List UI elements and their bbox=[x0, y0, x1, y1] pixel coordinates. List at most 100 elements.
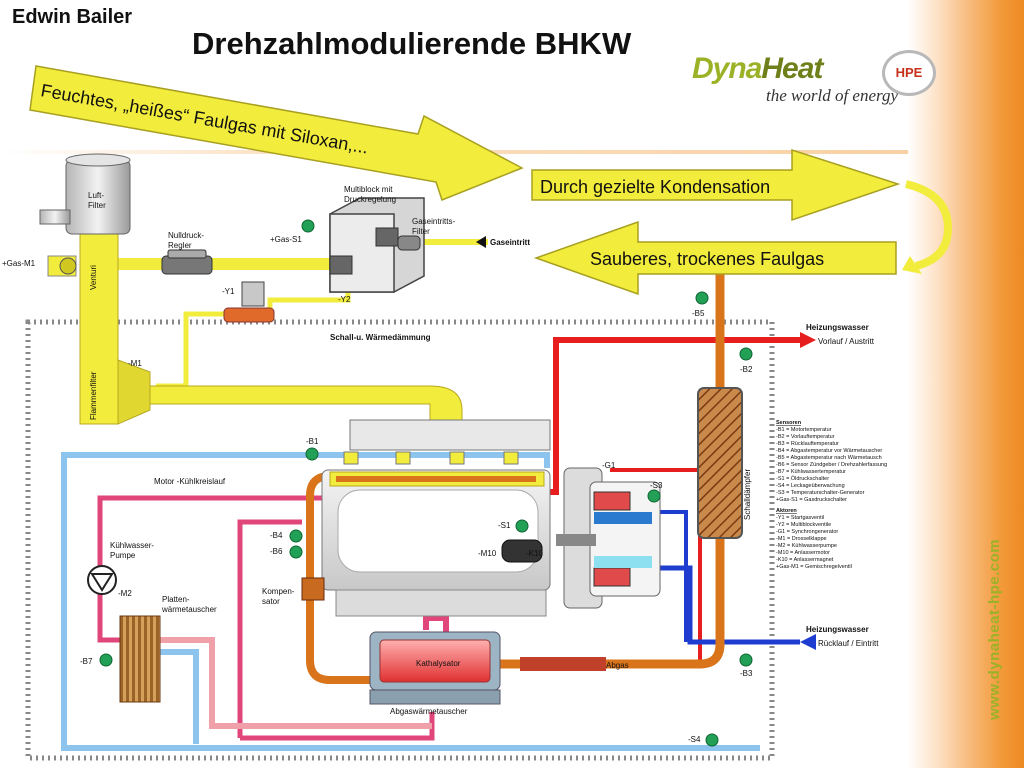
luftfilter-cap bbox=[65, 153, 131, 167]
abgas-section bbox=[520, 657, 606, 671]
kompensator bbox=[301, 577, 325, 601]
legend-sensor-item: -S1 = Öldruckschalter bbox=[776, 475, 829, 482]
label-nulldruck-2: Regler bbox=[168, 241, 192, 250]
logo-wordmark: DynaHeat bbox=[692, 52, 823, 86]
coolant-line-lightpink bbox=[160, 637, 432, 729]
callout-arrow-1 bbox=[29, 65, 524, 201]
label-gaseintritt: Gaseintritt bbox=[490, 238, 530, 247]
label-kuehlwasser-1: Kühlwasser- bbox=[110, 541, 154, 550]
label-g1: -G1 bbox=[602, 461, 616, 470]
label-gas-m1: +Gas-M1 bbox=[2, 259, 36, 268]
legend-actuator-item: -Y1 = Startgasventil bbox=[776, 515, 824, 521]
legend-sensor-item: -S3 = Temperaturschalter-Generator bbox=[776, 490, 865, 496]
callout-arrow-2 bbox=[531, 148, 901, 222]
legend-sensors-title: Sensoren bbox=[776, 420, 802, 426]
intake-column bbox=[79, 231, 119, 425]
multiblock-front bbox=[329, 213, 395, 293]
label-abgaswaermetauscher: Abgaswärmetauscher bbox=[390, 707, 468, 716]
generator-rotor-top bbox=[594, 512, 652, 524]
label-gas-s1: +Gas-S1 bbox=[270, 235, 302, 244]
engine-oilpan bbox=[335, 589, 547, 617]
schalldaempfer bbox=[697, 387, 743, 539]
kathalysator bbox=[379, 639, 491, 683]
legend-actuator-item: +Gas-M1 = Gemischregelventil bbox=[776, 564, 852, 570]
legend-sensor-item: -B5 = Abgastemperatur nach Wärmetausch bbox=[776, 455, 882, 461]
label-venturi: Venturi bbox=[89, 265, 98, 290]
engine-crankcase bbox=[337, 489, 539, 573]
label-luftfilter-1: Luft- bbox=[88, 191, 104, 200]
logo-word-dyna: Dyna bbox=[692, 52, 762, 85]
slide-title: Drehzahlmodulierende BHKW bbox=[192, 26, 632, 61]
label-b1: -B1 bbox=[306, 437, 319, 446]
generator-rotor-bottom bbox=[594, 556, 652, 568]
starter-motor bbox=[501, 539, 543, 563]
legend-actuator-item: -G1 = Synchrongenerator bbox=[776, 529, 838, 535]
intake-manifold bbox=[149, 385, 463, 425]
nulldruck-regler-top bbox=[167, 249, 207, 259]
label-y2: -Y2 bbox=[338, 295, 351, 304]
label-m1: -M1 bbox=[128, 359, 142, 368]
label-kompensator-2: sator bbox=[262, 597, 280, 606]
decorative-stripe bbox=[908, 0, 1024, 768]
enclosure-box bbox=[25, 319, 775, 761]
label-b3: -B3 bbox=[740, 669, 753, 678]
label-kompensator-1: Kompen- bbox=[262, 587, 295, 596]
legend-actuator-item: -Y2 = Multiblockventile bbox=[776, 522, 831, 528]
legend-actuator-item: -M10 = Anlassermotor bbox=[776, 550, 830, 556]
label-s4: -S4 bbox=[688, 735, 701, 744]
logo-word-heat: Heat bbox=[761, 52, 823, 85]
legend-actuator-item: -M2 = Kühlwasserpumpe bbox=[776, 543, 837, 549]
label-platten-1: Platten- bbox=[162, 595, 190, 604]
callout-arrow-3-text: Sauberes, trockenes Faulgas bbox=[590, 249, 824, 269]
legend-sensor-item: -B2 = Vorlauftemperatur bbox=[776, 434, 835, 440]
label-heizwasser-bottom: Heizungswasser bbox=[806, 625, 869, 634]
coolant-line-pink-3 bbox=[240, 712, 435, 741]
coolant-line-blue-2 bbox=[156, 649, 199, 744]
label-schalldaempfer: Schalldämpfer bbox=[743, 469, 752, 520]
legend-sensor-item: -B1 = Motortemperatur bbox=[776, 427, 832, 433]
label-vorlauf: Vorlauf / Austritt bbox=[818, 337, 875, 346]
company-logo: DynaHeat the world of energy bbox=[688, 38, 898, 105]
legend: Sensoren -B1 = Motortemperatur -B2 = Vor… bbox=[776, 420, 887, 570]
label-luftfilter-2: Filter bbox=[88, 201, 106, 210]
label-b7: -B7 bbox=[80, 657, 93, 666]
legend-actuator-item: -K10 = Anlassermagnet bbox=[776, 557, 834, 563]
generator-winding-top bbox=[593, 491, 631, 511]
legend-sensor-item: -B6 = Sensor Zündgeber / Drehzahlerfassu… bbox=[776, 462, 887, 468]
gaseintritt-arrow bbox=[476, 236, 486, 248]
label-nulldruck-1: Nulldruck- bbox=[168, 231, 204, 240]
curved-arrow bbox=[904, 180, 953, 270]
label-heizwasser-top: Heizungswasser bbox=[806, 323, 869, 332]
vorlauf-arrowhead bbox=[800, 332, 816, 348]
label-m2: -M2 bbox=[118, 589, 132, 598]
start-gas-coil bbox=[241, 281, 265, 307]
label-gaseintritt-filter-1: Gaseintritts- bbox=[412, 217, 455, 226]
label-s1: -S1 bbox=[498, 521, 511, 530]
sensor-icons bbox=[99, 219, 753, 747]
label-ruecklauf: Rücklauf / Eintritt bbox=[818, 639, 879, 648]
exhaust-outlet-pipe bbox=[498, 270, 725, 669]
label-k10: -K10 bbox=[526, 549, 543, 558]
multiblock-valve bbox=[375, 227, 399, 247]
generator-winding-bottom bbox=[593, 567, 631, 587]
author-name: Edwin Bailer bbox=[12, 6, 133, 28]
label-kathalysator: Kathalysator bbox=[416, 659, 461, 668]
label-b5: -B5 bbox=[692, 309, 705, 318]
throttle-body bbox=[117, 359, 151, 425]
gas-m1-icon bbox=[59, 257, 77, 275]
gaseintritt-filter bbox=[397, 235, 421, 251]
label-y1: -Y1 bbox=[222, 287, 235, 296]
label-b2: -B2 bbox=[740, 365, 753, 374]
curved-arrow-head bbox=[902, 256, 922, 274]
label-flammenfilter: Flammenfilter bbox=[89, 371, 98, 420]
legend-sensor-item: -B3 = Rücklauftemperatur bbox=[776, 441, 839, 447]
engine-head bbox=[349, 419, 551, 451]
legend-sensor-item: -B4 = Abgastemperatur vor Wärmetauscher bbox=[776, 448, 882, 454]
label-s3: -S3 bbox=[650, 481, 663, 490]
abgaswaermetauscher-base bbox=[369, 689, 501, 705]
ruecklauf-arrowhead bbox=[800, 634, 816, 650]
label-platten-2: wärmetauscher bbox=[161, 605, 217, 614]
label-gaseintritt-filter-2: Filter bbox=[412, 227, 430, 236]
